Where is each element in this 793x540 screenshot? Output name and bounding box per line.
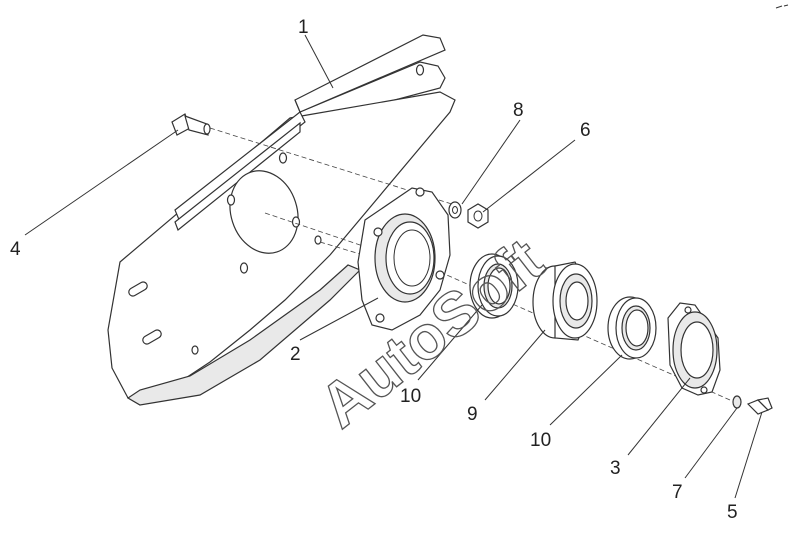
callout-10-left: 10	[400, 386, 421, 407]
bearing-housing	[357, 187, 451, 331]
mounting-plate	[107, 34, 456, 406]
callout-9: 9	[467, 404, 478, 425]
callout-3: 3	[610, 458, 621, 479]
corner-mark	[775, 4, 789, 9]
seal-left	[469, 253, 519, 319]
washer-7	[732, 395, 742, 409]
callout-5: 5	[727, 502, 738, 523]
callout-4: 4	[10, 239, 21, 260]
callout-8: 8	[513, 100, 524, 121]
callout-7: 7	[672, 482, 683, 503]
callout-6: 6	[580, 120, 591, 141]
axis-line-upper	[209, 127, 456, 206]
washer-8	[448, 201, 462, 219]
seal-right	[607, 296, 657, 360]
leader-lines	[24, 34, 763, 499]
bolt-left	[171, 113, 211, 136]
bolt-right	[746, 397, 773, 415]
bearing	[532, 261, 598, 341]
callout-1: 1	[298, 17, 309, 38]
callout-10-right: 10	[530, 430, 551, 451]
nut-6	[467, 203, 489, 229]
end-cap	[667, 302, 721, 396]
callout-2: 2	[290, 344, 301, 365]
